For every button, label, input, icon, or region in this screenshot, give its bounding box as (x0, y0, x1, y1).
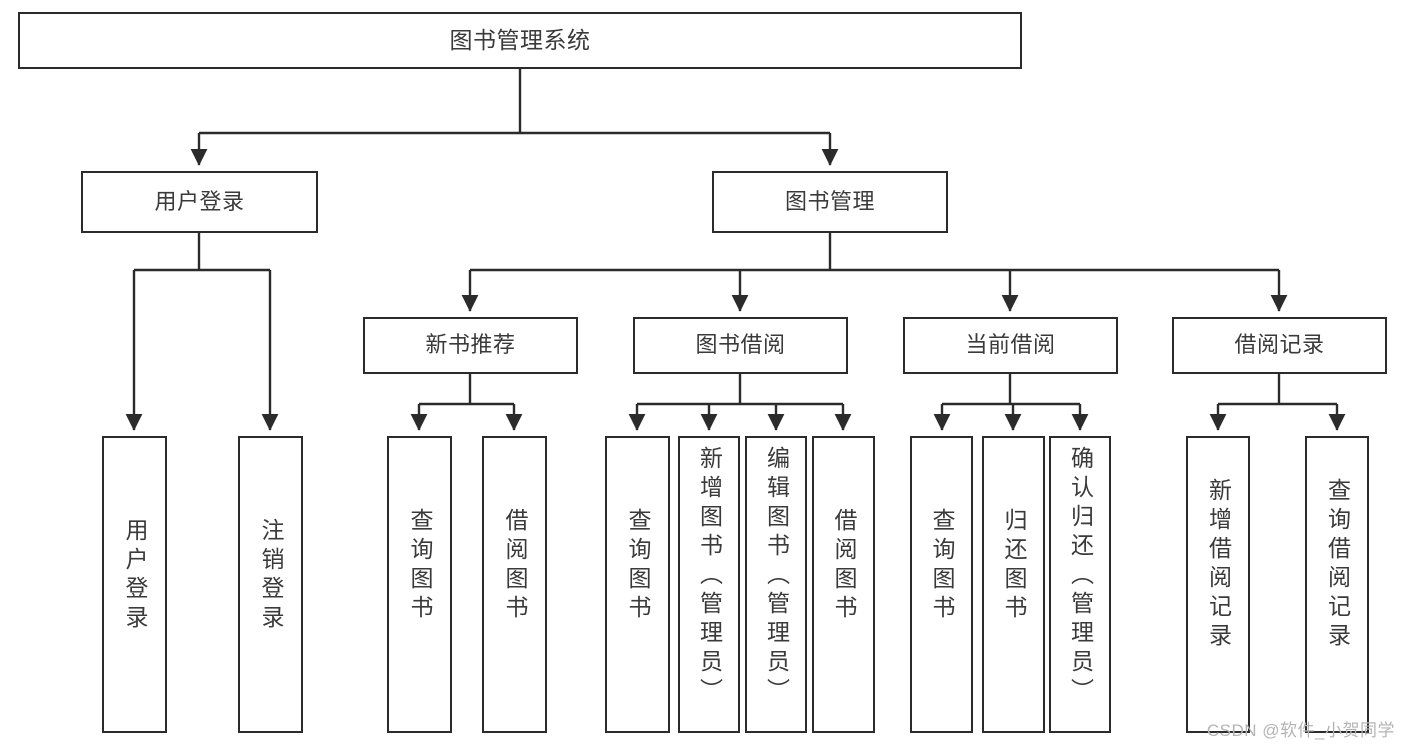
watermark: CSDN @软件_小贺同学 (1206, 721, 1395, 740)
node-leaf-user-logout[interactable]: 注销登录 (238, 436, 303, 733)
node-leaf-confirm-return-label: 确认归还（管理员） (1067, 446, 1094, 707)
node-user-login[interactable]: 用户登录 (81, 171, 318, 233)
node-leaf-add-book-label: 新增图书（管理员） (696, 446, 723, 707)
node-leaf-add-book[interactable]: 新增图书（管理员） (678, 436, 740, 733)
node-leaf-borrow-book-1[interactable]: 借阅图书 (482, 436, 547, 733)
node-borrow-record[interactable]: 借阅记录 (1172, 317, 1387, 374)
node-leaf-borrow-book-2-label: 借阅图书 (831, 508, 857, 624)
node-new-book-recommend-label: 新书推荐 (425, 332, 516, 358)
node-borrow-record-label: 借阅记录 (1234, 332, 1325, 358)
node-current-borrow-label: 当前借阅 (965, 332, 1056, 358)
node-leaf-query-record-label: 查询借阅记录 (1324, 478, 1351, 652)
node-current-borrow[interactable]: 当前借阅 (903, 317, 1118, 374)
node-user-login-label: 用户登录 (154, 188, 245, 214)
node-leaf-return-book-label: 归还图书 (1001, 508, 1027, 624)
node-new-book-recommend[interactable]: 新书推荐 (363, 317, 578, 374)
node-leaf-confirm-return[interactable]: 确认归还（管理员） (1049, 436, 1111, 733)
node-leaf-query-book-3-label: 查询图书 (929, 508, 955, 624)
node-leaf-edit-book-label: 编辑图书（管理员） (763, 446, 790, 707)
node-leaf-query-book-1[interactable]: 查询图书 (387, 436, 452, 733)
node-root[interactable]: 图书管理系统 (18, 12, 1022, 69)
node-book-borrow-label: 图书借阅 (695, 332, 786, 358)
node-leaf-add-record-label: 新增借阅记录 (1205, 478, 1232, 652)
node-leaf-add-record[interactable]: 新增借阅记录 (1186, 436, 1250, 733)
node-leaf-query-book-1-label: 查询图书 (407, 508, 433, 624)
node-leaf-borrow-book-1-label: 借阅图书 (502, 508, 528, 624)
node-leaf-query-book-2-label: 查询图书 (625, 508, 651, 624)
node-leaf-edit-book[interactable]: 编辑图书（管理员） (745, 436, 807, 733)
node-leaf-query-book-2[interactable]: 查询图书 (605, 436, 670, 733)
node-book-borrow[interactable]: 图书借阅 (633, 317, 848, 374)
node-leaf-user-login[interactable]: 用户登录 (102, 436, 167, 733)
node-book-manage[interactable]: 图书管理 (712, 171, 948, 233)
node-leaf-user-logout-label: 注销登录 (258, 518, 284, 634)
node-leaf-user-login-label: 用户登录 (122, 518, 148, 634)
node-leaf-query-book-3[interactable]: 查询图书 (910, 436, 973, 733)
node-leaf-query-record[interactable]: 查询借阅记录 (1305, 436, 1369, 733)
node-book-manage-label: 图书管理 (784, 188, 875, 214)
node-leaf-borrow-book-2[interactable]: 借阅图书 (812, 436, 875, 733)
node-root-label: 图书管理系统 (449, 26, 591, 53)
node-leaf-return-book[interactable]: 归还图书 (982, 436, 1045, 733)
